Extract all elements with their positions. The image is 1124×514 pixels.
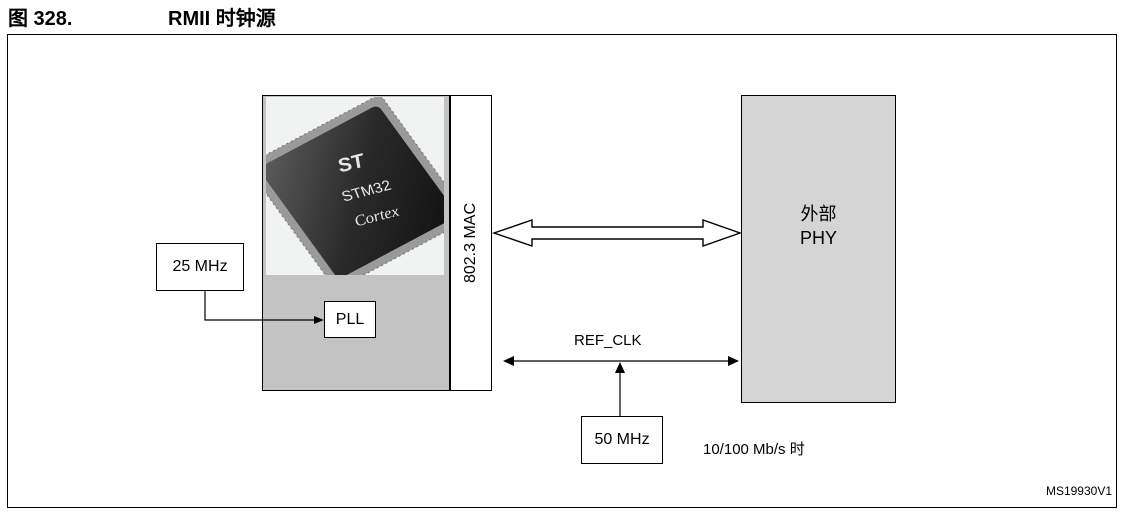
- pll-block: PLL: [324, 301, 376, 338]
- phy-label-line2: PHY: [799, 228, 837, 248]
- osc25-to-pll-arrowhead: [314, 316, 324, 324]
- phy-label-line1: 外部: [800, 204, 837, 225]
- figure-number: 图 328.: [8, 7, 73, 30]
- stm32-chip-image: ST STM32 Cortex: [247, 95, 469, 289]
- osc25-to-pll-line: [204, 291, 316, 321]
- oscillator-50mhz: 50 MHz: [581, 416, 663, 464]
- figure-caption: 图 328. RMII 时钟源: [8, 2, 276, 30]
- refclk-left-arrowhead: [503, 356, 514, 366]
- refclk-right-arrowhead: [728, 356, 739, 366]
- refclk-label: REF_CLK: [574, 332, 642, 349]
- osc50-arrowhead: [615, 362, 625, 373]
- diagram-frame: [7, 34, 1117, 508]
- mac-phy-bus-arrow: [491, 219, 743, 247]
- oscillator-25mhz: 25 MHz: [156, 243, 244, 291]
- phy-block: 外部 PHY: [741, 95, 896, 403]
- figure-title: RMII 时钟源: [168, 7, 276, 30]
- mac-block: 802.3 MAC: [450, 95, 492, 391]
- figure-code: MS19930V1: [1045, 484, 1112, 498]
- rate-label: 10/100 Mb/s 时: [703, 441, 805, 458]
